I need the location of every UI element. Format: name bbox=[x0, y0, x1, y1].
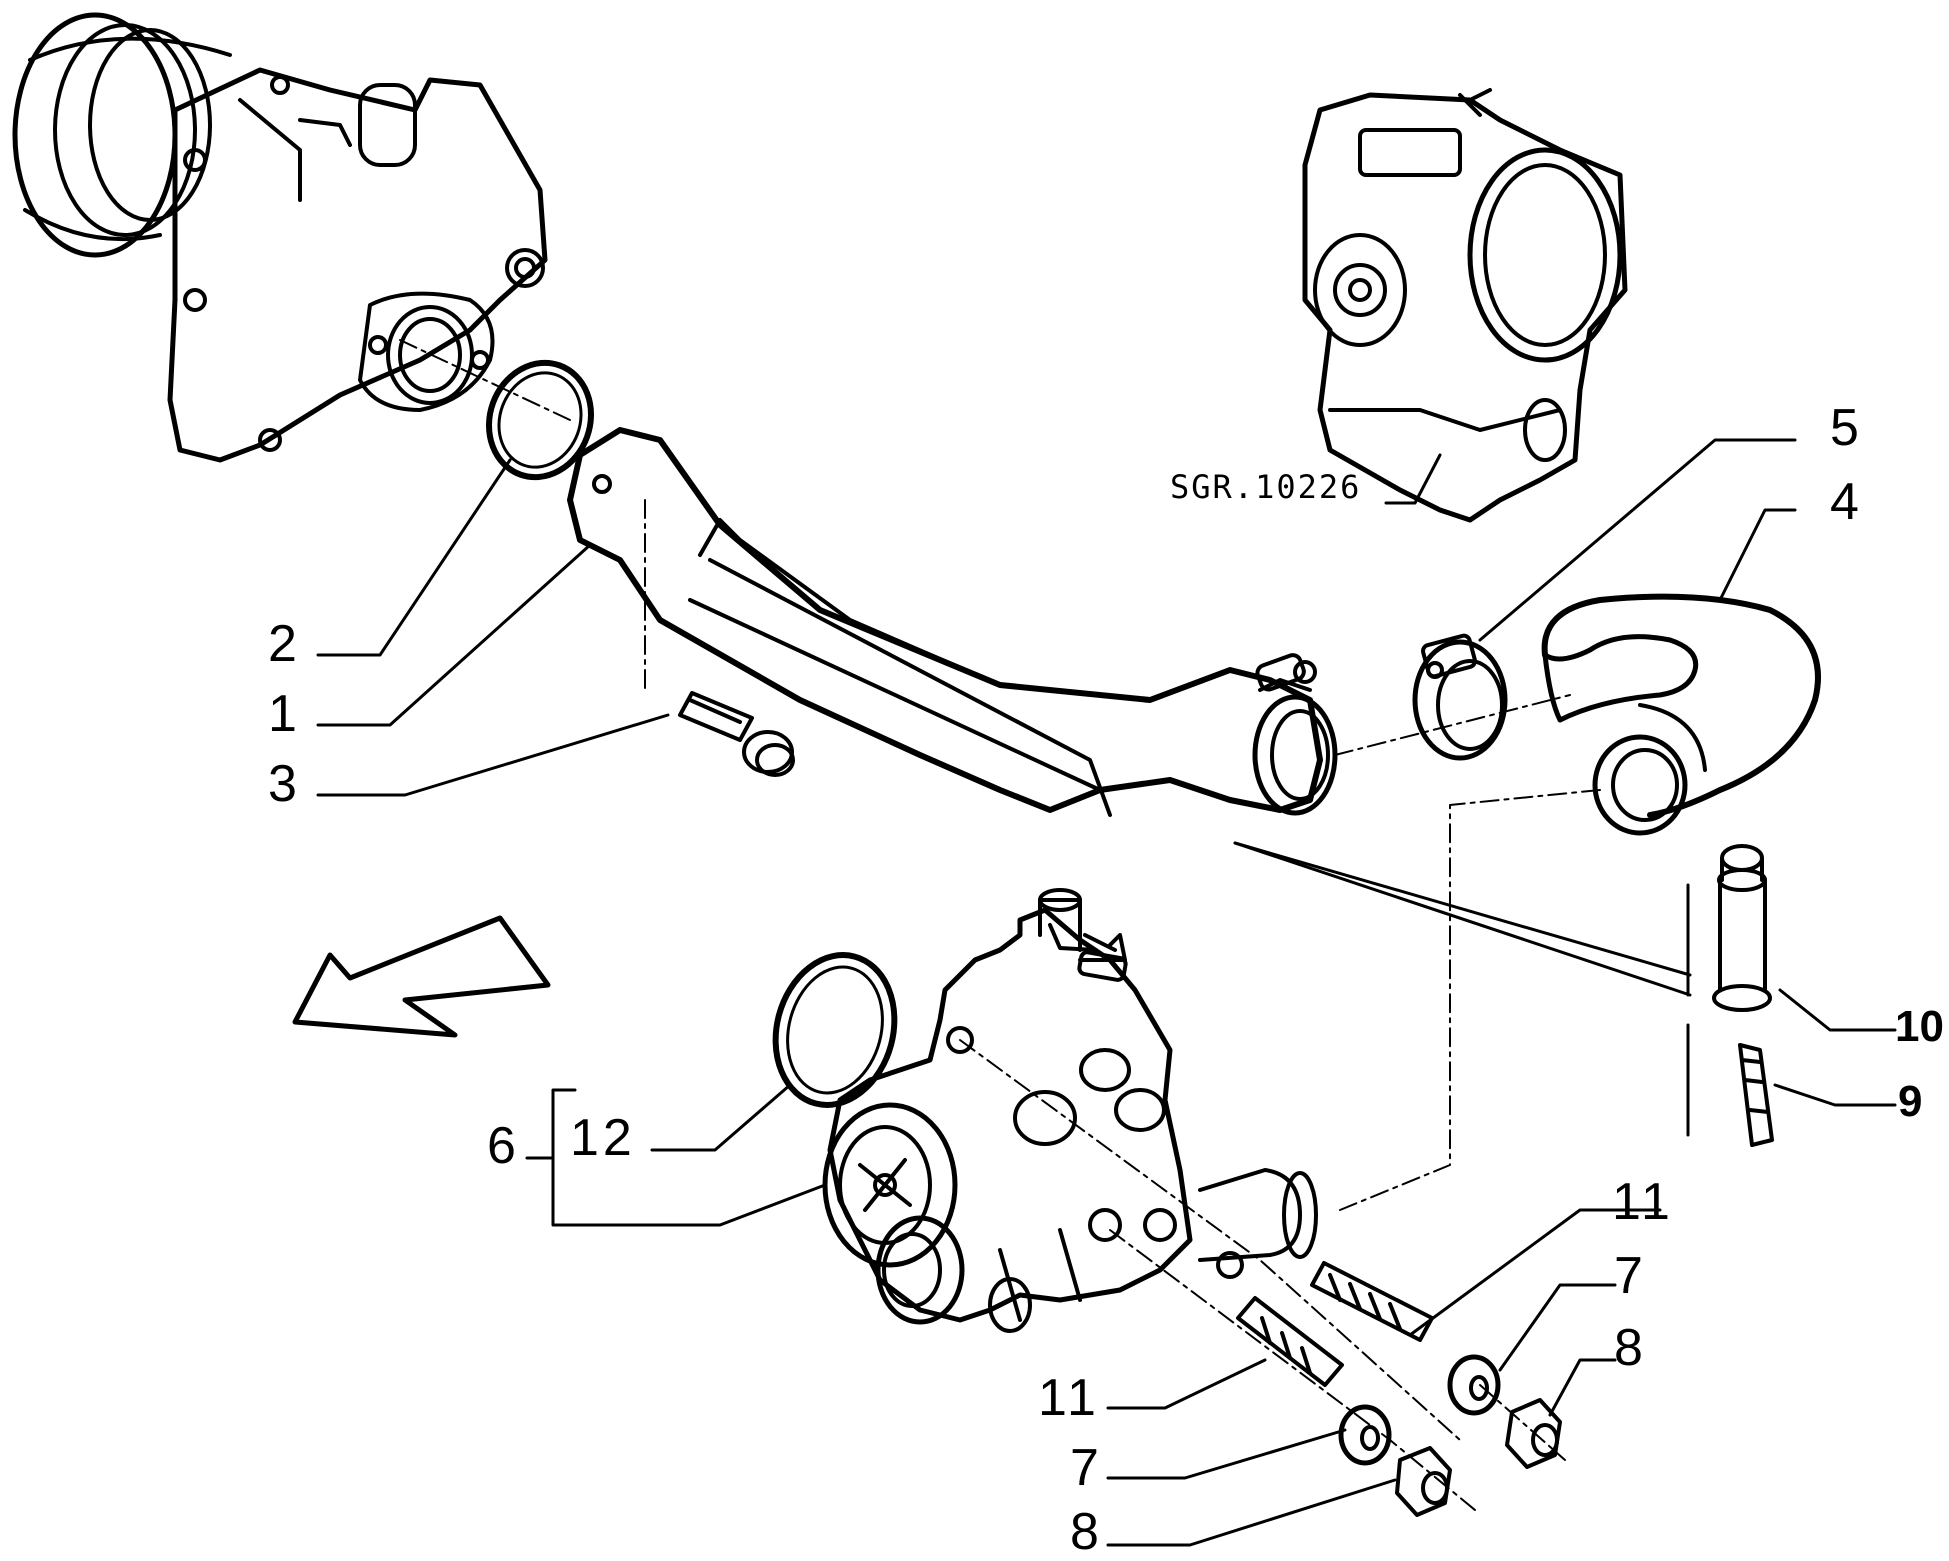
callout-11-upper: 11 bbox=[1612, 1173, 1674, 1231]
stud-11-upper bbox=[1310, 1261, 1434, 1342]
bleed-cap-10 bbox=[1712, 844, 1772, 1012]
throttle-body bbox=[1302, 88, 1628, 523]
callout-4: 4 bbox=[1830, 473, 1863, 531]
callout-11-lower: 11 bbox=[1038, 1369, 1100, 1427]
callout-5: 5 bbox=[1830, 399, 1863, 457]
water-pump bbox=[12, 12, 548, 463]
drawing-reference: SGR.10226 bbox=[1170, 468, 1362, 506]
callout-12: 12 bbox=[570, 1109, 636, 1167]
leader-lines bbox=[316, 438, 1897, 1547]
callout-8-lower: 8 bbox=[1070, 1503, 1103, 1561]
hose-clamp-5 bbox=[1412, 633, 1508, 761]
o-ring-12 bbox=[772, 952, 898, 1108]
nut-8-lower bbox=[1395, 1446, 1452, 1517]
stud-11-lower bbox=[1236, 1296, 1344, 1387]
callout-7-lower: 7 bbox=[1070, 1439, 1103, 1497]
callout-3: 3 bbox=[268, 755, 301, 813]
direction-arrow bbox=[292, 915, 551, 1038]
callout-2: 2 bbox=[268, 615, 301, 673]
bolt-3 bbox=[678, 691, 795, 777]
callout-10: 10 bbox=[1895, 1002, 1944, 1051]
thermostat-housing-6 bbox=[822, 888, 1318, 1333]
callout-9: 9 bbox=[1898, 1077, 1923, 1126]
o-ring-2 bbox=[485, 359, 595, 481]
coolant-pipe-1 bbox=[567, 427, 1338, 817]
callout-6: 6 bbox=[487, 1117, 520, 1175]
callout-7-upper: 7 bbox=[1614, 1247, 1647, 1305]
washer-7-upper bbox=[1447, 1354, 1501, 1416]
assembly-axes bbox=[399, 339, 1601, 1511]
retaining-clip-9 bbox=[1738, 1043, 1774, 1147]
callout-1: 1 bbox=[268, 685, 301, 743]
washer-7-lower bbox=[1338, 1404, 1392, 1466]
nut-8-upper bbox=[1505, 1398, 1562, 1469]
coolant-hose-4 bbox=[1541, 593, 1821, 836]
callout-8-upper: 8 bbox=[1614, 1319, 1647, 1377]
